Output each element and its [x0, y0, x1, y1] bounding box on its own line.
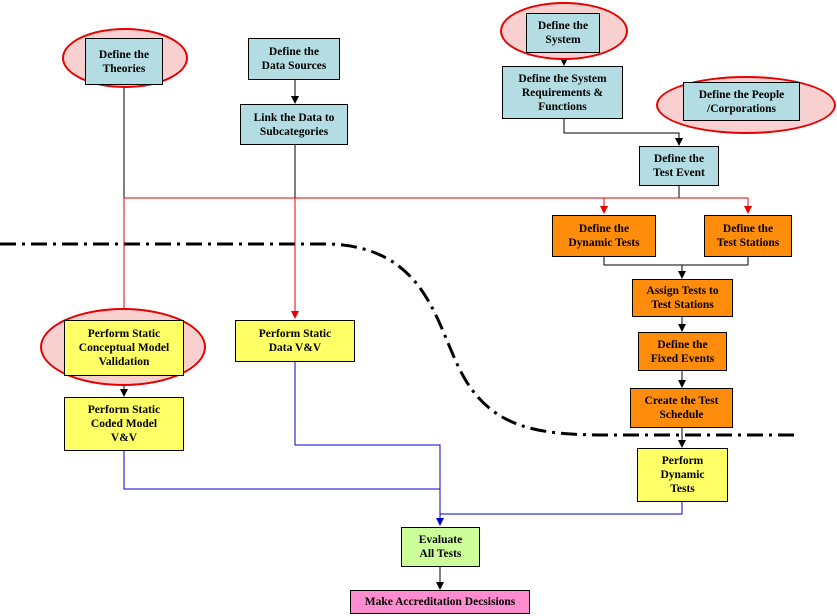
- assign-tests-box[interactable]: Assign Tests to Test Stations: [632, 279, 733, 317]
- define-data-sources-box[interactable]: Define the Data Sources: [248, 38, 340, 80]
- blue-dynamic-to-evaluate: [440, 502, 683, 515]
- blue-coded-to-evaluate: [123, 451, 440, 490]
- perform-static-coded-box[interactable]: Perform Static Coded Model V&V: [64, 397, 184, 451]
- define-requirements-box[interactable]: Define the System Requirements & Functio…: [502, 66, 623, 119]
- link-data-box[interactable]: Link the Data to Subcategories: [240, 104, 348, 145]
- define-theories-box[interactable]: Define the Theories: [85, 38, 163, 85]
- connector-dynamic-to-assign: [603, 257, 686, 279]
- create-schedule-box[interactable]: Create the Test Schedule: [630, 388, 733, 428]
- define-system-box[interactable]: Define the System: [526, 13, 600, 53]
- define-dynamic-tests-box[interactable]: Define the Dynamic Tests: [552, 215, 656, 257]
- accreditation-decisions-box[interactable]: Make Accreditation Decsisions: [350, 590, 530, 614]
- perform-static-conceptual-box[interactable]: Perform Static Conceptual Model Validati…: [64, 320, 184, 376]
- evaluate-all-tests-box[interactable]: Evaluate All Tests: [401, 527, 480, 567]
- static-dynamic-boundary: [0, 242, 800, 437]
- define-people-box[interactable]: Define the People /Corporations: [683, 82, 800, 121]
- define-test-event-box[interactable]: Define the Test Event: [639, 146, 719, 186]
- define-test-stations-box[interactable]: Define the Test Stations: [704, 215, 792, 257]
- perform-static-data-box[interactable]: Perform Static Data V&V: [235, 320, 355, 362]
- define-fixed-events-box[interactable]: Define the Fixed Events: [638, 332, 727, 371]
- blue-data-to-evaluate: [294, 362, 444, 526]
- perform-dynamic-tests-box[interactable]: Perform Dynamic Tests: [637, 448, 728, 502]
- connector-requirements-to-event: [563, 119, 683, 146]
